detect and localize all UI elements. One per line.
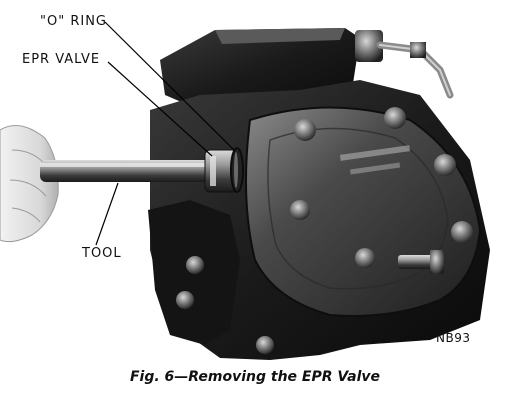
hand [0,125,59,243]
tool-leader [95,182,119,246]
epr-valve-leader [107,61,213,157]
o-ring-label: "O" RING [40,14,107,29]
tool-rod [40,160,210,182]
fitting-pipe [355,30,454,99]
leader-lines [95,21,235,246]
figure-caption: Fig. 6—Removing the EPR Valve [129,369,380,385]
o-ring-leader [104,21,235,151]
tool-label: TOOL [82,246,122,261]
figure-code-label: NB93 [436,331,471,345]
o-ring [230,147,244,193]
adjusting-screw [398,250,444,274]
cover-bolts [176,107,473,354]
epr-valve-label: EPR VALVE [22,52,101,67]
